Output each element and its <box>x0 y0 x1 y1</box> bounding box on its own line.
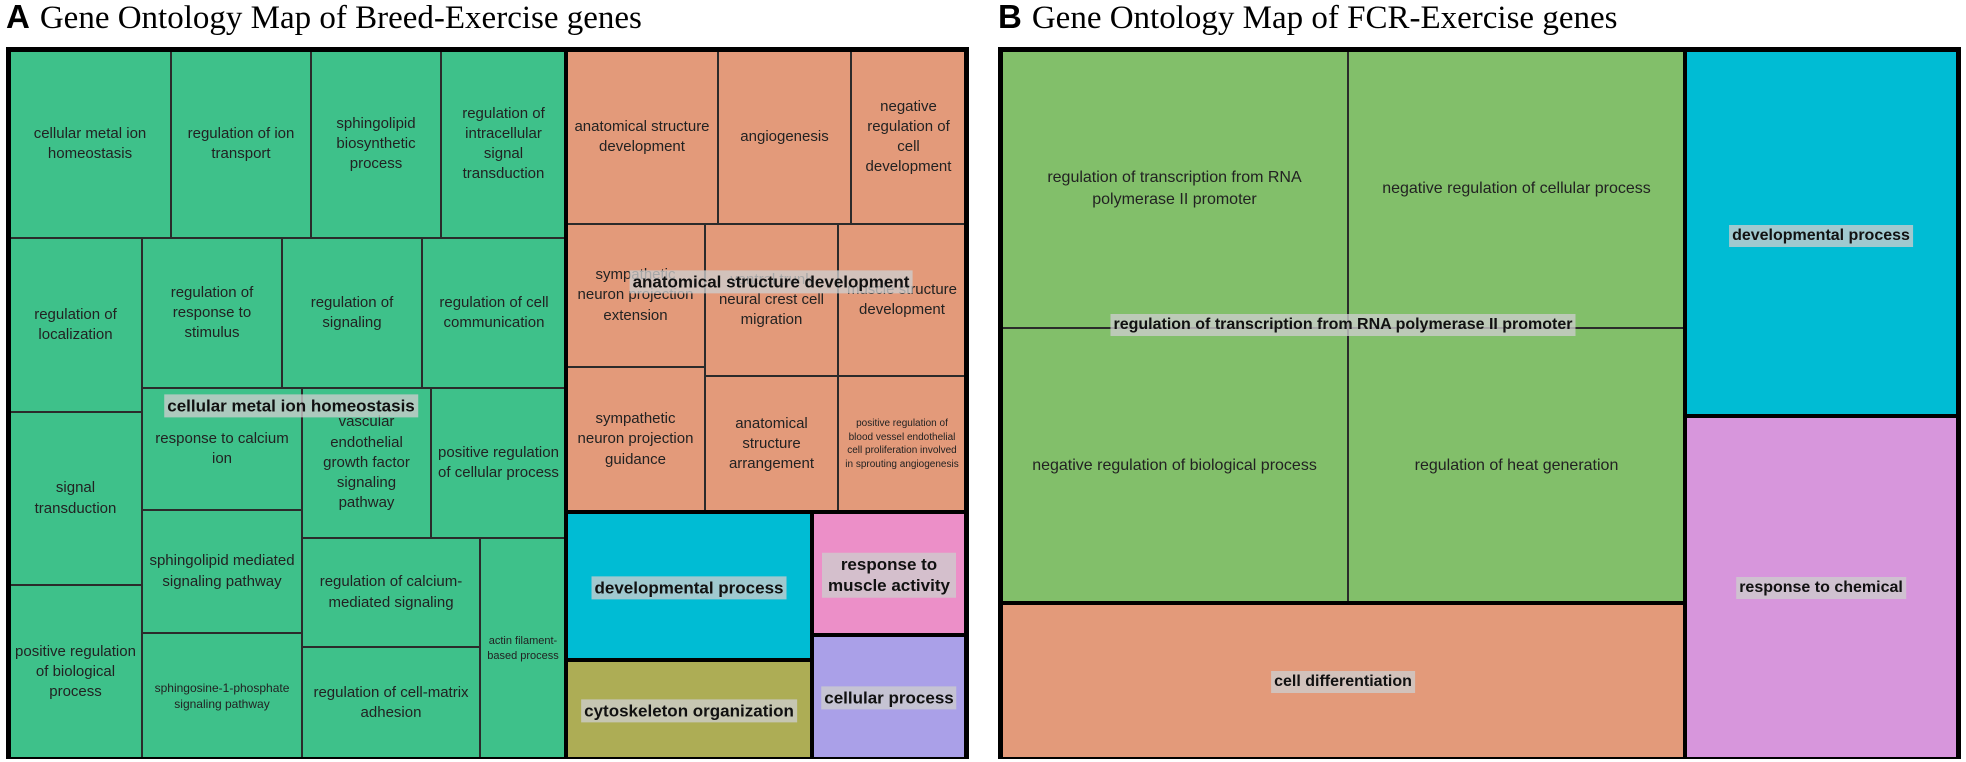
tile-label: negative regulation of cellular process <box>1382 180 1651 198</box>
tile-label: regulation of localization <box>34 305 117 343</box>
tile-label: regulation of transcription from RNA pol… <box>1047 169 1302 208</box>
treemap-tile-regulation-of-localization: regulation of localization <box>9 238 142 412</box>
tile-label: positive regulation of biological proces… <box>15 642 136 701</box>
tile-label: regulation of heat generation <box>1414 456 1619 474</box>
treemap-b: regulation of transcription from RNA pol… <box>998 47 1961 759</box>
tile-label: sympathetic neuron projection guidance <box>577 410 694 468</box>
tile-label: regulation of cell communication <box>439 293 549 331</box>
treemap-tile-regulation-of-cell-communication: regulation of cell communication <box>422 238 566 388</box>
tile-label: vascular endothelial growth factor signa… <box>323 413 410 512</box>
treemap-tile-anatomical-structure-development: anatomical structure development <box>566 50 718 224</box>
treemap-tile-sphingolipid-mediated-signaling-pathway: sphingolipid mediated signaling pathway <box>142 510 302 633</box>
treemap-tile-regulation-of-signaling: regulation of signaling <box>282 238 422 388</box>
treemap-tile-regulation-of-calcium-mediated-signaling: regulation of calcium-mediated signaling <box>302 538 480 647</box>
treemap-tile-regulation-of-cell-matrix-adhesion: regulation of cell-matrix adhesion <box>302 647 480 759</box>
tile-label: sphingosine-1-phosphate signaling pathwa… <box>154 680 290 711</box>
tile-label: sphingolipid mediated signaling pathway <box>149 552 295 590</box>
treemap-tile-angiogenesis: angiogenesis <box>718 50 851 224</box>
treemap-tile-negative-regulation-of-cellular-process: negative regulation of cellular process <box>1348 50 1685 328</box>
treemap-tile-positive-regulation-of-biological-process: positive regulation of biological proces… <box>9 585 142 759</box>
tile-label: regulation of calcium-mediated signaling <box>319 573 463 611</box>
treemap-tile-anatomical-structure-arrangement: anatomical structure arrangement <box>705 376 838 512</box>
group-label-response-to-chemical: response to chemical <box>1736 577 1906 599</box>
tile-label: anatomical structure development <box>574 117 710 155</box>
treemap-tile-sympathetic-neuron-projection-extension: sympathetic neuron projection extension <box>566 224 705 367</box>
treemap-tile-regulation-of-intracellular-signal-transduction: regulation of intracellular signal trans… <box>441 50 566 238</box>
group-label-cellular-process: cellular process <box>821 686 957 710</box>
treemap-tile-regulation-of-transcription-from-rna-polymerase-ii-promoter: regulation of transcription from RNA pol… <box>1001 50 1348 328</box>
panel-a-letter: A <box>6 0 30 35</box>
treemap-tile-cellular-metal-ion-homeostasis: cellular metal ion homeostasis <box>9 50 171 238</box>
tile-label: regulation of signaling <box>310 293 394 331</box>
treemap-a: cellular metal ion homeostasis regulation… <box>6 47 969 759</box>
treemap-tile-sympathetic-neuron-projection-guidance: sympathetic neuron projection guidance <box>566 367 705 512</box>
treemap-tile-regulation-of-heat-generation: regulation of heat generation <box>1348 328 1685 603</box>
treemap-tile-actin-filament-based-process: actin filament-based process <box>480 538 566 759</box>
tile-label: regulation of ion transport <box>187 124 295 162</box>
tile-label: response to calcium ion <box>155 429 289 467</box>
group-label-developmental-process: developmental process <box>591 576 787 600</box>
treemap-tile-negative-regulation-of-biological-process: negative regulation of biological proces… <box>1001 328 1348 603</box>
treemap-tile-negative-regulation-of-cell-development: negative regulation of cell development <box>851 50 966 224</box>
group-label-response-to-muscle-activity: response to muscle activity <box>822 552 956 598</box>
panel-a-title-text: Gene Ontology Map of Breed-Exercise gene… <box>39 0 642 36</box>
group-label-cellular-metal-ion-homeostasis: cellular metal ion homeostasis <box>164 394 418 418</box>
tile-label: positive regulation of cellular process <box>438 443 559 481</box>
panel-a-title: A Gene Ontology Map of Breed-Exercise gen… <box>6 0 642 36</box>
tile-label: actin filament-based process <box>487 634 559 662</box>
treemap-tile-sphingolipid-biosynthetic-process: sphingolipid biosynthetic process <box>311 50 441 238</box>
tile-label: regulation of response to stimulus <box>170 283 254 342</box>
tile-label: anatomical structure arrangement <box>728 414 815 473</box>
group-label-regulation-of-transcription-from-rna-polymerase-ii-promoter: regulation of transcription from RNA pol… <box>1110 314 1576 336</box>
treemap-tile-signal-transduction: signal transduction <box>9 412 142 585</box>
treemap-tile-sphingosine-1-phosphate-signaling-pathway: sphingosine-1-phosphate signaling pathwa… <box>142 633 302 759</box>
group-label-anatomical-structure-development: anatomical structure development <box>629 270 913 294</box>
treemap-tile-regulation-of-ion-transport: regulation of ion transport <box>171 50 311 238</box>
group-label-developmental-process: developmental process <box>1729 225 1913 247</box>
treemap-tile-ventral-trunk-neural-crest-cell-migration: ventral trunk neural crest cell migratio… <box>705 224 838 376</box>
tile-label: cellular metal ion homeostasis <box>33 124 147 162</box>
treemap-tile-muscle-structure-development: muscle structure development <box>838 224 966 376</box>
group-label-cytoskeleton-organization: cytoskeleton organization <box>581 699 797 723</box>
panel-b-title-text: Gene Ontology Map of FCR-Exercise genes <box>1031 0 1618 36</box>
tile-label: negative regulation of biological proces… <box>1032 456 1317 474</box>
panel-b-title: B Gene Ontology Map of FCR-Exercise genes <box>998 0 1617 36</box>
tile-label: regulation of intracellular signal trans… <box>462 104 545 183</box>
tile-label: negative regulation of cell development <box>865 97 952 176</box>
tile-label: regulation of cell-matrix adhesion <box>313 683 469 721</box>
tile-label: sphingolipid biosynthetic process <box>336 114 416 173</box>
treemap-tile-positive-regulation-of-blood-vessel-endothelial-cell-proliferation-involved-in-sprouting-angiogenesis: positive regulation of blood vessel endo… <box>838 376 966 512</box>
tile-label: positive regulation of blood vessel endo… <box>845 418 959 470</box>
tile-label: signal transduction <box>34 479 117 517</box>
group-label-cell-differentiation: cell differentiation <box>1271 671 1415 693</box>
tile-label: angiogenesis <box>740 127 829 145</box>
treemap-tile-positive-regulation-of-cellular-process: positive regulation of cellular process <box>431 388 566 538</box>
treemap-tile-regulation-of-response-to-stimulus: regulation of response to stimulus <box>142 238 282 388</box>
panel-b-letter: B <box>998 0 1022 35</box>
